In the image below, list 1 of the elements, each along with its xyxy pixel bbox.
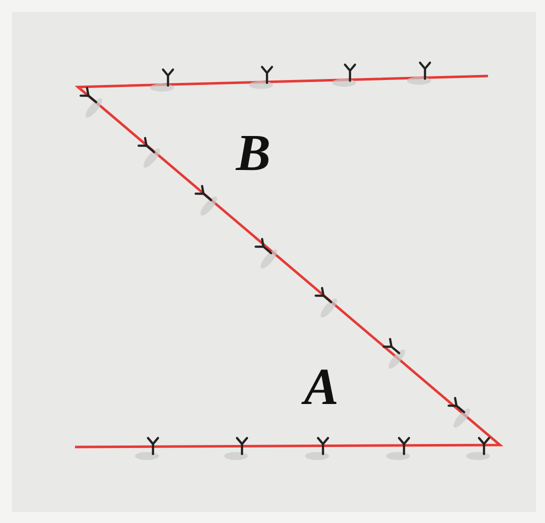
region-letter: B [236,128,271,180]
